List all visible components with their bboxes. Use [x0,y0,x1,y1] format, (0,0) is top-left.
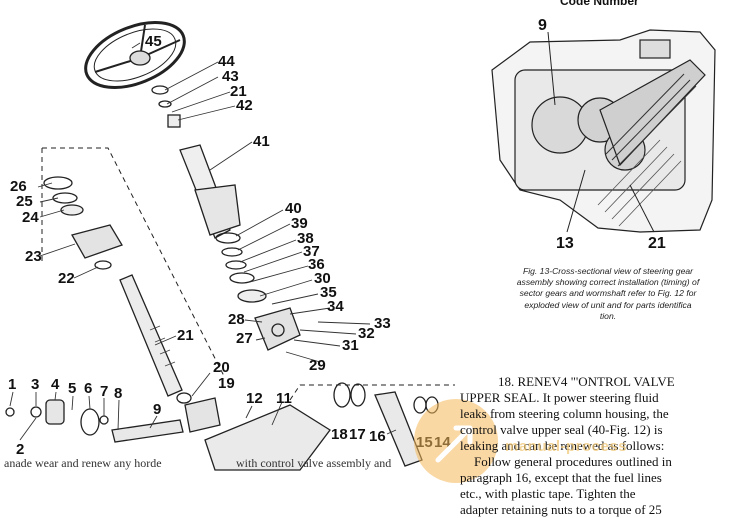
callout-35: 35 [320,284,337,301]
section-line: Follow general procedures outlined in [474,454,672,469]
callout-24: 24 [22,209,39,226]
callout-45: 45 [145,33,162,50]
callout-43: 43 [222,68,239,85]
callout-23: 23 [25,248,42,265]
callout-26: 26 [10,178,27,195]
callout-29: 29 [309,357,326,374]
callout-38: 38 [297,230,314,247]
callout-4: 4 [51,376,60,393]
section-line: UPPER SEAL. It power steering fluid [460,390,659,405]
section-line: leaks from steering column housing, the [460,406,669,421]
callout-1: 1 [8,376,16,393]
bottom-text-fragment-left: anade wear and renew any horde [4,456,162,470]
callout-34: 34 [327,298,344,315]
callout-17: 17 [349,426,366,443]
callout-30: 30 [314,270,331,287]
fig13-callout-13: 13 [556,235,574,252]
callout-7: 7 [100,383,108,400]
callout-11: 11 [276,390,292,407]
fig13-callout-21: 21 [648,235,666,252]
callout-32: 32 [358,325,375,342]
fig12-leader-lines [9,42,397,441]
callout-9: 9 [153,401,161,418]
section-line: paragraph 16, except that the fuel lines [460,470,662,485]
callout-19: 19 [218,375,235,392]
callout-3: 3 [31,376,39,393]
section-line: etc., with plastic tape. Tighten the [460,486,636,501]
arrow-logo-icon [414,399,498,483]
fig13-callout-9: 9 [538,17,547,34]
fig12-illustration [5,21,455,471]
callout-42: 42 [236,97,253,114]
fig13-illustration [491,29,716,233]
callout-31: 31 [342,337,359,354]
caption-line: tion. [599,310,617,321]
callout-6: 6 [84,380,92,397]
callout-21b: 21 [230,83,247,100]
callout-44: 44 [218,53,235,70]
callout-40: 40 [285,200,302,217]
callout-36: 36 [308,256,325,273]
fig13-caption: Fig. 13-Cross-sectional view of steering… [503,266,713,322]
callout-37: 37 [303,243,320,260]
callout-28: 28 [228,311,245,328]
callout-8: 8 [114,385,122,402]
callout-41: 41 [253,133,270,150]
section-heading: 18. RENEV4 "'ONTROL VALVE [498,374,675,389]
caption-line: sector gears and wormshaft refer to Fig.… [519,288,697,299]
callout-39: 39 [291,215,308,232]
callout-5: 5 [68,380,76,397]
callout-2: 2 [16,441,24,458]
caption-line: assembly showing correct installation (t… [516,277,700,288]
callout-21: 21 [177,327,194,344]
header-code-number: Code Number [560,0,639,8]
section-line: leaking and can be renewed as follows: [460,438,665,453]
parts-diagram: 9 13 21 [5,17,716,483]
callout-20: 20 [213,359,230,376]
callout-18: 18 [331,426,348,443]
callout-22: 22 [58,270,75,287]
callout-25: 25 [16,193,33,210]
callout-33: 33 [374,315,391,332]
watermark-text: manual-process [505,438,628,455]
callout-16: 16 [369,428,386,445]
callout-12: 12 [246,390,263,407]
callout-27: 27 [236,330,253,347]
caption-line: Fig. 13-Cross-sectional view of steering… [522,266,694,276]
caption-line: exploded view of unit and for parts iden… [524,299,692,310]
section-line: adapter retaining nuts to a torque of 25 [460,502,662,517]
bottom-text-fragment-mid: with control valve assembly and [236,456,392,470]
section-line: control valve upper seal (40-Fig. 12) is [460,422,663,437]
